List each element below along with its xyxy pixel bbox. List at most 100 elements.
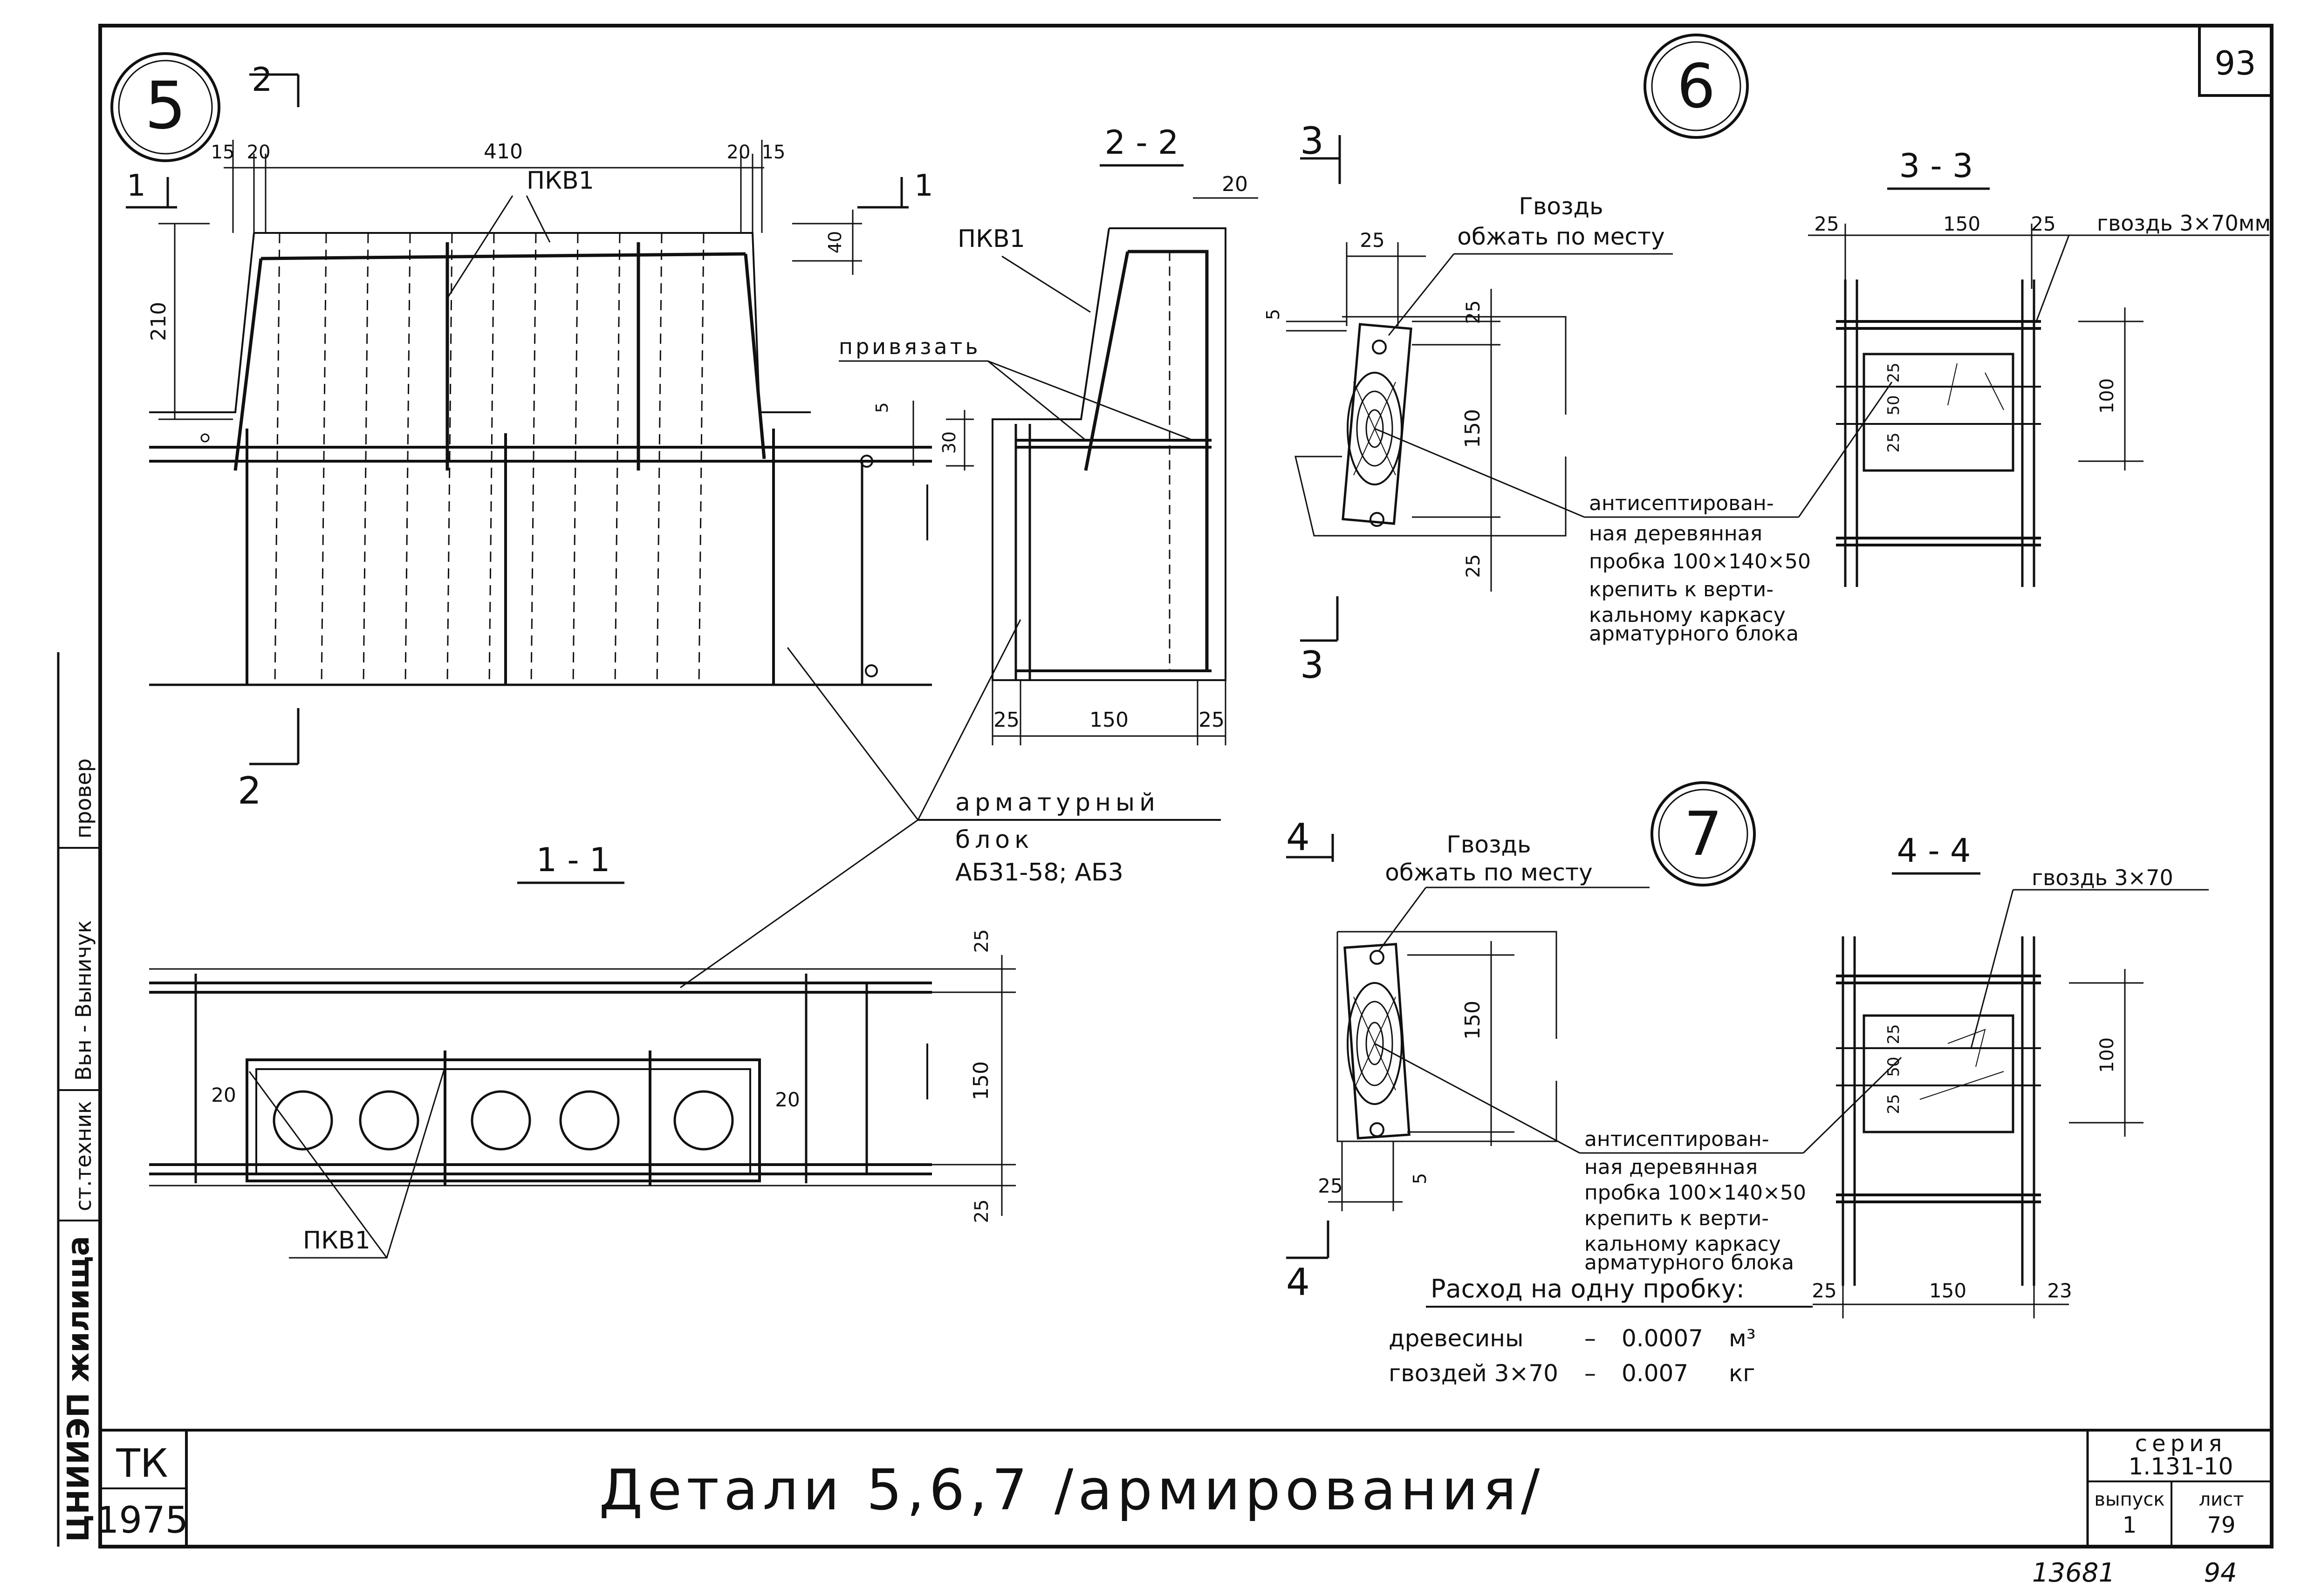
section-1-1: 1 - 1 20 20 25 150 25 ПКВ1 — [149, 841, 1016, 1259]
note-7-line-4: крепить к верти- — [1584, 1207, 1769, 1230]
consumption-row-2-dash: – — [1584, 1360, 1596, 1387]
consumption-row-1-dash: – — [1584, 1325, 1596, 1352]
cut-2-top: 2 — [252, 61, 273, 99]
dim-25-33-left: 25 — [1814, 212, 1839, 235]
detail-5-badge — [110, 52, 220, 162]
consumption-row-1-unit: м³ — [1729, 1325, 1756, 1352]
cut-3-bottom: 3 — [1300, 643, 1324, 687]
detail-7-badge — [1650, 781, 1756, 887]
label-pkv1-11: ПКВ1 — [303, 1227, 370, 1255]
title-block: ТК 1975 Детали 5,6,7 /армирования/ серия… — [96, 1431, 2244, 1541]
note-7-line-2: ная деревянная — [1584, 1155, 1758, 1179]
note-6-line-6: арматурного блока — [1589, 622, 1799, 646]
detail-6-number: 6 — [1677, 51, 1716, 122]
detail-5-elevation: 5 2 2 1 1 15 20 410 20 15 210 — [110, 52, 974, 812]
dim-150-11: 150 — [969, 1061, 993, 1100]
note-7-line-3: пробка 100×140×50 — [1584, 1181, 1806, 1205]
dim-20-11-right: 20 — [775, 1088, 800, 1111]
dim-25-22-left: 25 — [993, 708, 1020, 732]
archive-page: 94 — [2204, 1558, 2237, 1588]
note-6-line-1: антисептирован- — [1589, 491, 1774, 515]
dim-210: 210 — [147, 302, 171, 341]
dim-20-11-left: 20 — [211, 1084, 236, 1106]
consumption-row-2-value: 0.007 — [1622, 1360, 1688, 1387]
detail-7: 7 4 4 Гвоздь обжать по месту 150 25 5 ан… — [1286, 781, 1902, 1304]
stamp-checked: провер — [71, 758, 96, 839]
consumption-table: Расход на одну пробку: древесины – 0.000… — [1389, 1274, 1813, 1387]
label-privyazat: привязать — [839, 334, 981, 359]
section-3-3: 3 - 3 25 150 25 гвоздь 3×70мм 25 50 25 1… — [1808, 147, 2271, 587]
dim-20-left: 20 — [247, 142, 271, 163]
dim-25-7: 25 — [1318, 1174, 1342, 1197]
series-label: серия — [2135, 1431, 2226, 1457]
note-6-line-3: пробка 100×140×50 — [1589, 550, 1811, 573]
section-4-4: 4 - 4 гвоздь 3×70 25 50 25 100 25 150 23 — [1812, 832, 2209, 1318]
dim-25-44-a: 25 — [1884, 1024, 1903, 1044]
dim-25-11-top: 25 — [971, 929, 993, 953]
stamp-org: ЦНИИЭП жилища — [62, 1236, 96, 1542]
note-6-line-4: крепить к верти- — [1589, 578, 1774, 601]
sheet-label: лист — [2199, 1489, 2244, 1510]
armature-block-label: арматурный блок АБ31-58; АБ3 — [680, 619, 1221, 989]
left-margin-stamp: ЦНИИЭП жилища ст.техник Вьн - Выничук пр… — [62, 758, 96, 1542]
detail-6-note: антисептирован- ная деревянная пробка 10… — [1584, 491, 1811, 646]
cut-1-left: 1 — [127, 169, 146, 203]
note-6-line-2: ная деревянная — [1589, 522, 1762, 546]
detail-7-note: антисептирован- ная деревянная пробка 10… — [1580, 1127, 1806, 1275]
consumption-row-1-name: древесины — [1389, 1325, 1523, 1352]
org-code: ТК — [116, 1440, 168, 1486]
dim-5: 5 — [873, 402, 892, 413]
dim-100-33: 100 — [2096, 378, 2118, 414]
nail-label-6-b: обжать по месту — [1457, 223, 1664, 250]
dim-150-44: 150 — [1929, 1279, 1966, 1302]
issue-number: 1 — [2123, 1512, 2137, 1538]
dim-50-33: 50 — [1884, 395, 1903, 415]
dim-25-44-left: 25 — [1812, 1279, 1836, 1302]
cut-1-right: 1 — [914, 169, 933, 203]
label-pkv1-elev: ПКВ1 — [527, 167, 594, 195]
detail-6: 6 3 3 Гвоздь обжать по месту 25 5 25 150… — [1263, 34, 1893, 687]
cut-4-top: 4 — [1286, 816, 1310, 859]
dim-25-6-a: 25 — [1463, 300, 1484, 324]
dim-25-6-b: 25 — [1463, 554, 1484, 578]
nail-label-7-a: Гвоздь — [1446, 831, 1531, 858]
section-2-2: 2 - 2 20 ПКВ1 привязать 25 150 25 — [839, 123, 1258, 745]
section-4-4-title: 4 - 4 — [1897, 832, 1971, 870]
consumption-row-2-unit: кг — [1729, 1360, 1755, 1387]
issue-label: выпуск — [2094, 1489, 2164, 1510]
label-pkv1-22: ПКВ1 — [958, 225, 1025, 253]
dim-25-22-right: 25 — [1198, 708, 1225, 732]
armature-line-3: АБ31-58; АБ3 — [955, 859, 1123, 887]
dim-30: 30 — [939, 431, 959, 454]
section-2-2-title: 2 - 2 — [1105, 123, 1179, 162]
dim-25-33-a: 25 — [1884, 362, 1903, 382]
dim-15-left: 15 — [211, 142, 235, 163]
dim-23-44: 23 — [2047, 1279, 2072, 1302]
sheet-frame — [57, 24, 2274, 1548]
sheet-number: 79 — [2207, 1512, 2235, 1538]
nail-label-7-b: обжать по месту — [1385, 859, 1592, 886]
detail-6-badge — [1644, 34, 1749, 139]
dim-150-33: 150 — [1943, 212, 1980, 235]
consumption-row-2-name: гвоздей 3×70 — [1389, 1360, 1558, 1387]
dim-25-33-b: 25 — [1884, 432, 1903, 452]
dim-5-7: 5 — [1410, 1173, 1430, 1184]
note-7-line-5: кальному каркасу — [1584, 1232, 1781, 1256]
year: 1975 — [96, 1500, 189, 1541]
dim-25-6-top: 25 — [1360, 229, 1384, 252]
dim-20-right: 20 — [727, 142, 751, 163]
nail-44: гвоздь 3×70 — [2032, 865, 2173, 890]
consumption-row-1-value: 0.0007 — [1622, 1325, 1703, 1352]
dim-15-right: 15 — [762, 142, 786, 163]
cut-3-top: 3 — [1300, 119, 1324, 163]
archive-number: 13681 — [2032, 1558, 2115, 1588]
dim-150-7: 150 — [1461, 1001, 1485, 1040]
stamp-technician: ст.техник — [71, 1101, 96, 1211]
dim-25-11-bottom: 25 — [971, 1200, 993, 1223]
dim-20-22: 20 — [1222, 172, 1248, 196]
series-number: 1.131-10 — [2129, 1453, 2233, 1480]
dim-410: 410 — [484, 140, 523, 164]
nail-33: гвоздь 3×70мм — [2097, 211, 2271, 236]
armature-line-1: арматурный — [955, 789, 1160, 817]
